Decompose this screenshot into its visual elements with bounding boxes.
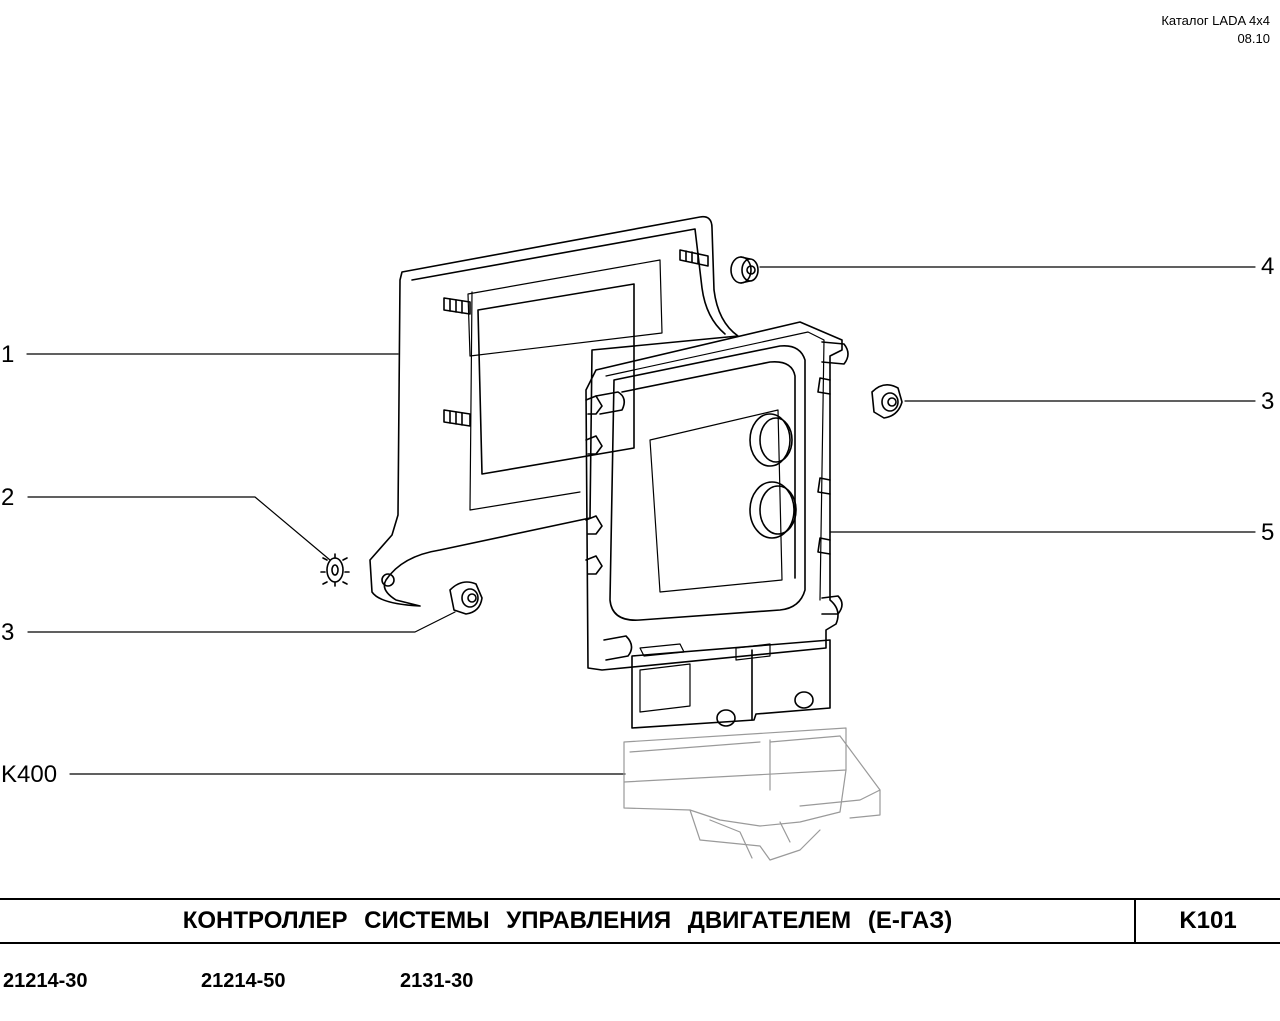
callout-label-3-right: 3 — [1261, 388, 1275, 415]
section-code: K101 — [1179, 907, 1237, 934]
washer-part-2 — [320, 553, 350, 587]
callout-label-5: 5 — [1261, 519, 1275, 546]
spacer-part-4 — [730, 256, 759, 284]
leader-line-2 — [27, 496, 331, 561]
catalog-date: 08.10 — [1237, 31, 1270, 46]
catalog-title: Каталог LADA 4x4 — [1161, 13, 1270, 28]
title-bar: КОНТРОЛЛЕР СИСТЕМЫ УПРАВЛЕНИЯ ДВИГАТЕЛЕМ… — [0, 898, 1280, 944]
model-code: 21214-30 — [3, 970, 88, 992]
leader-line-3-left — [27, 611, 456, 633]
callout-label-4: 4 — [1261, 253, 1275, 280]
controller-part-5 — [585, 321, 849, 729]
model-code: 2131-30 — [400, 970, 474, 992]
callout-label-1: 1 — [1, 341, 15, 368]
callout-label-2: 2 — [1, 484, 15, 511]
bracket-part-1 — [369, 215, 739, 607]
page-title: КОНТРОЛЛЕР СИСТЕМЫ УПРАВЛЕНИЯ ДВИГАТЕЛЕМ… — [182, 907, 953, 934]
harness-connector-k400 — [623, 727, 881, 861]
nut-part-3-right — [871, 384, 903, 419]
title-divider — [1134, 900, 1136, 942]
callout-label-3-left: 3 — [1, 619, 15, 646]
exploded-parts-drawing — [26, 215, 1256, 861]
nut-part-3-left — [449, 581, 483, 615]
leader-lines — [26, 266, 1256, 775]
callout-label-k400: K400 — [1, 761, 58, 788]
model-code: 21214-50 — [201, 970, 286, 992]
